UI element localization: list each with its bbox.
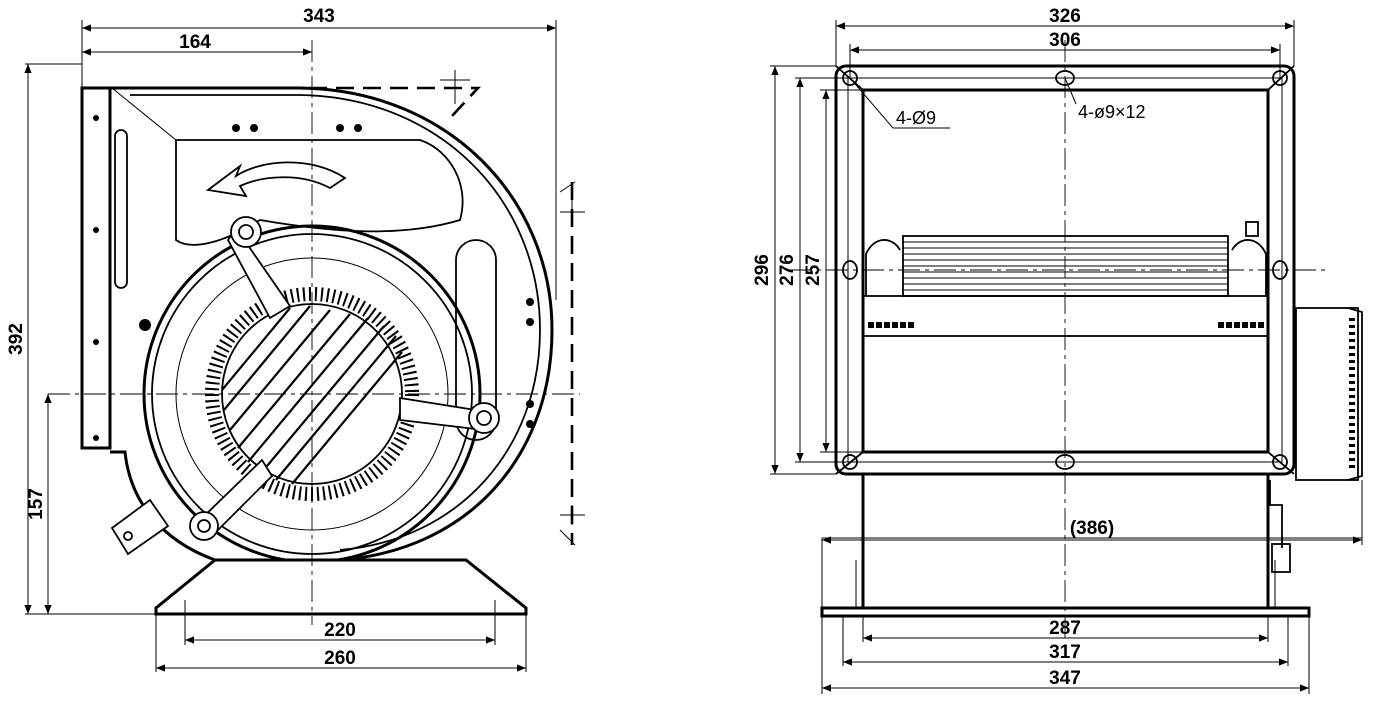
side-slot-right [455,239,497,441]
motor-side [1269,307,1363,573]
side-view: 343 164 392 157 220 260 [6,6,585,672]
dim-flange-width-outer: 326 [1049,6,1081,27]
dim-shaft-height: 157 [26,488,47,520]
outlet-dashed-outline [120,86,481,117]
front-base [820,606,1311,618]
side-flange [80,86,112,450]
dim-flange-height-inner: 257 [803,254,824,286]
housing-rivets-right [1218,322,1264,328]
callout-corner-holes: 4-Ø9 [896,108,936,128]
front-housing-lower [861,474,1270,610]
front-outlet-opening [861,88,1270,454]
dim-overall-depth: (386) [1070,518,1114,539]
dim-flange-width-inner: 306 [1049,30,1081,51]
callout-slot-holes: 4-ø9×12 [1078,102,1146,122]
dim-flange-height-outer: 296 [752,254,773,286]
dim-housing-width: 287 [1049,618,1081,639]
dim-front-base-hole-spacing: 317 [1049,642,1081,663]
housing-rivets-left [868,322,914,328]
rotation-arrow [205,161,347,198]
housing-band [862,295,1269,337]
dim-base-width: 260 [324,648,356,669]
side-slot-left [114,129,128,289]
support-arms [110,216,500,556]
dim-front-base-width: 347 [1049,668,1081,689]
dim-inlet-offset: 164 [179,32,211,53]
dim-overall-width: 343 [303,6,335,27]
front-view: 326 306 296 276 257 (386) 287 [752,6,1363,694]
scroll-housing [110,86,554,562]
dim-overall-height: 392 [6,323,27,355]
dim-base-hole-spacing: 220 [324,620,356,641]
side-base [154,558,528,616]
dim-flange-height-mid: 276 [777,254,798,286]
